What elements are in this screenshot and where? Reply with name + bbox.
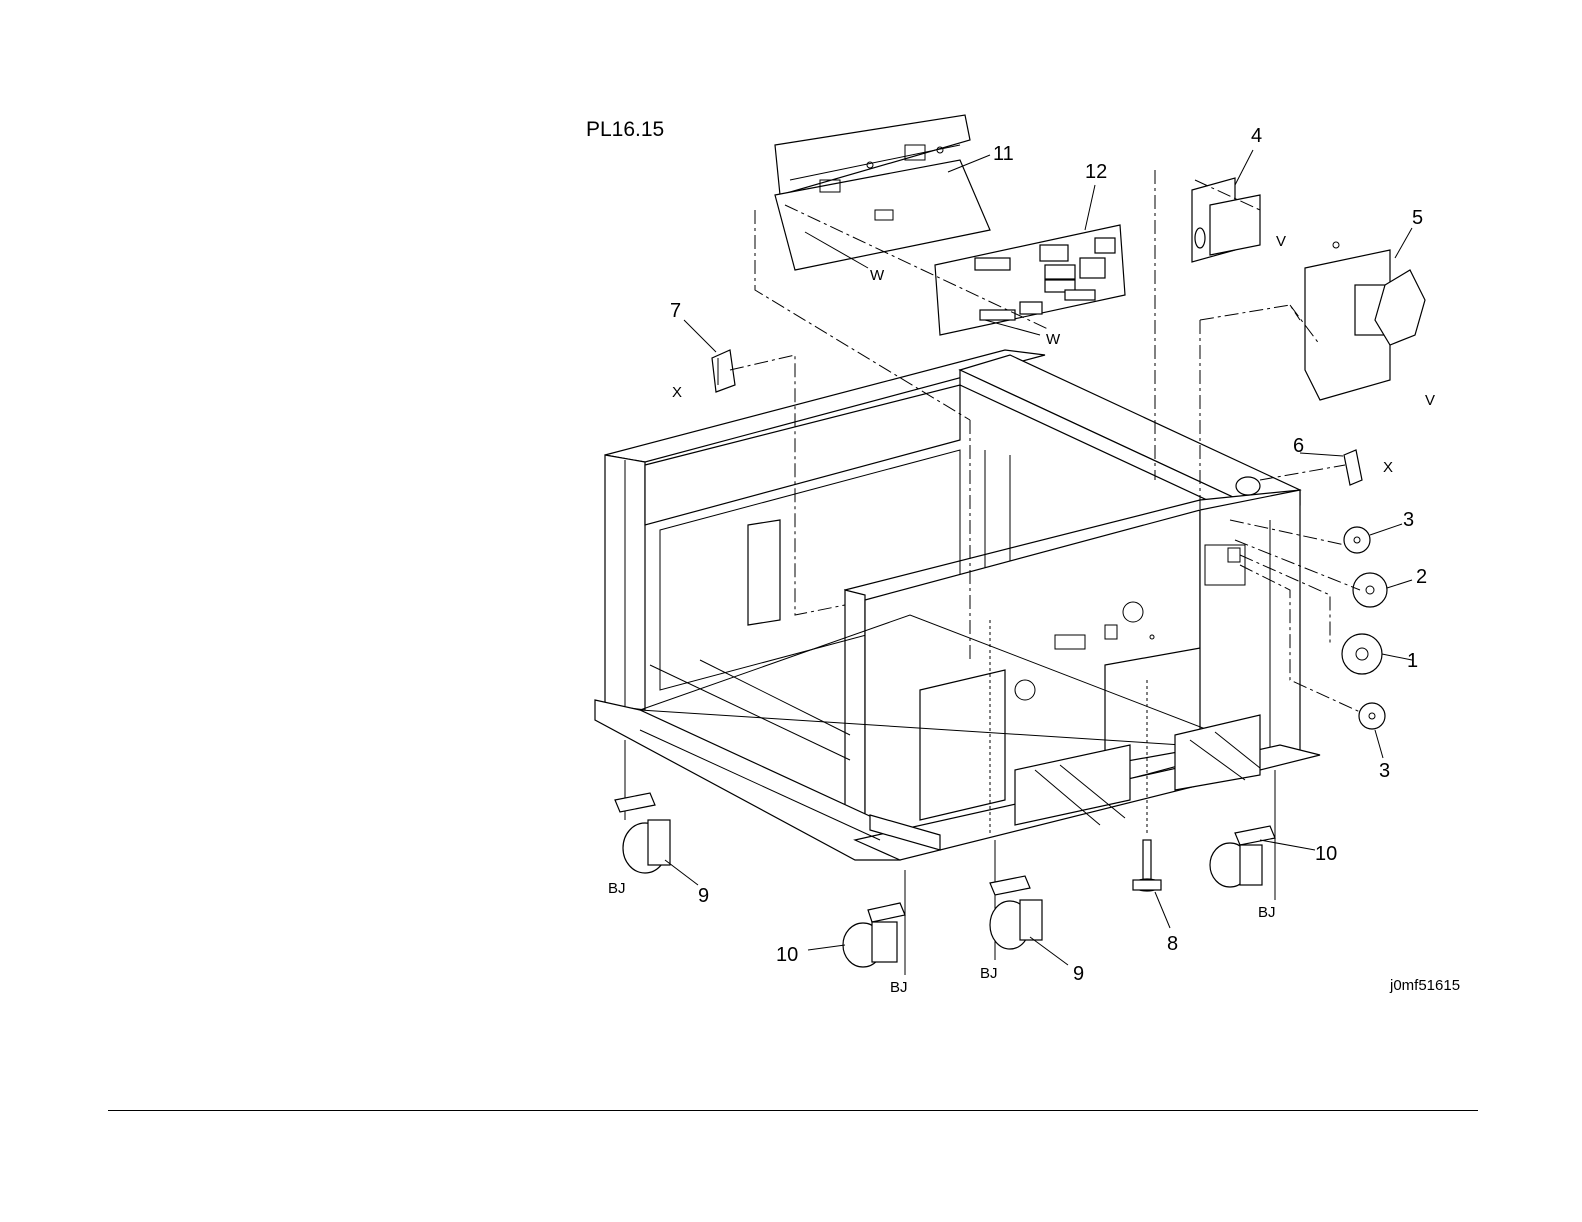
- knob-3-upper: [1344, 527, 1370, 553]
- caster-10-front: [843, 903, 905, 967]
- callout-10-right: 10: [1315, 843, 1337, 865]
- callout-3-upper: 3: [1403, 509, 1414, 531]
- callout-4: 4: [1251, 125, 1262, 147]
- knob-3-lower: [1359, 703, 1385, 729]
- callout-1: 1: [1407, 650, 1418, 672]
- ref-bj-mid: BJ: [980, 965, 998, 982]
- callout-9-mid: 9: [1073, 963, 1084, 985]
- callout-10-front: 10: [776, 944, 798, 966]
- ref-v-lower: V: [1425, 392, 1435, 409]
- ref-bj-right: BJ: [1258, 904, 1276, 921]
- callout-2: 2: [1416, 566, 1427, 588]
- callout-11: 11: [993, 143, 1014, 165]
- part-11-bracket: [775, 115, 990, 270]
- part-4: [1192, 178, 1260, 262]
- part-12-board: [935, 225, 1125, 335]
- callout-8: 8: [1167, 933, 1178, 955]
- ref-w-lower: W: [1046, 331, 1061, 348]
- ref-bj-left: BJ: [608, 880, 626, 897]
- ref-v-upper: V: [1276, 233, 1286, 250]
- part-6-clip: [1344, 450, 1362, 485]
- ref-bj-front: BJ: [890, 979, 908, 996]
- caster-9-mid: [990, 876, 1042, 949]
- part-8-foot: [1133, 840, 1161, 891]
- callout-7: 7: [670, 300, 681, 322]
- knob-2: [1353, 573, 1387, 607]
- part-5-motor: [1305, 242, 1425, 400]
- callout-6: 6: [1293, 435, 1304, 457]
- callout-12: 12: [1085, 161, 1107, 183]
- caster-10-right: [1210, 826, 1275, 887]
- part-7-clip: [712, 350, 735, 392]
- ref-x-left: X: [672, 384, 682, 401]
- stand-frame: [595, 350, 1320, 975]
- caster-9-left: [615, 793, 670, 873]
- callout-3-lower: 3: [1379, 760, 1390, 782]
- figure-id: j0mf51615: [1390, 977, 1460, 994]
- callout-9-left: 9: [698, 885, 709, 907]
- callout-5: 5: [1412, 207, 1423, 229]
- knob-1: [1342, 634, 1382, 674]
- ref-x-right: X: [1383, 459, 1393, 476]
- ref-w-upper: W: [870, 267, 885, 284]
- footer-rule: [108, 1110, 1478, 1111]
